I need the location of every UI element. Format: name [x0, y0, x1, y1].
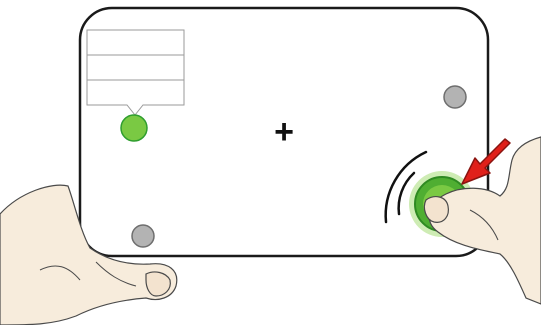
left-hand-thumb [146, 272, 170, 296]
popup-menu-frame [87, 30, 184, 115]
gray-dot-top-right [444, 86, 466, 108]
crosshair-icon: + [274, 113, 294, 151]
gray-dot-bottom-left [132, 225, 154, 247]
popup-menu [87, 30, 184, 115]
touch-point-green [121, 115, 147, 141]
right-hand-thumb-nail [424, 197, 448, 223]
